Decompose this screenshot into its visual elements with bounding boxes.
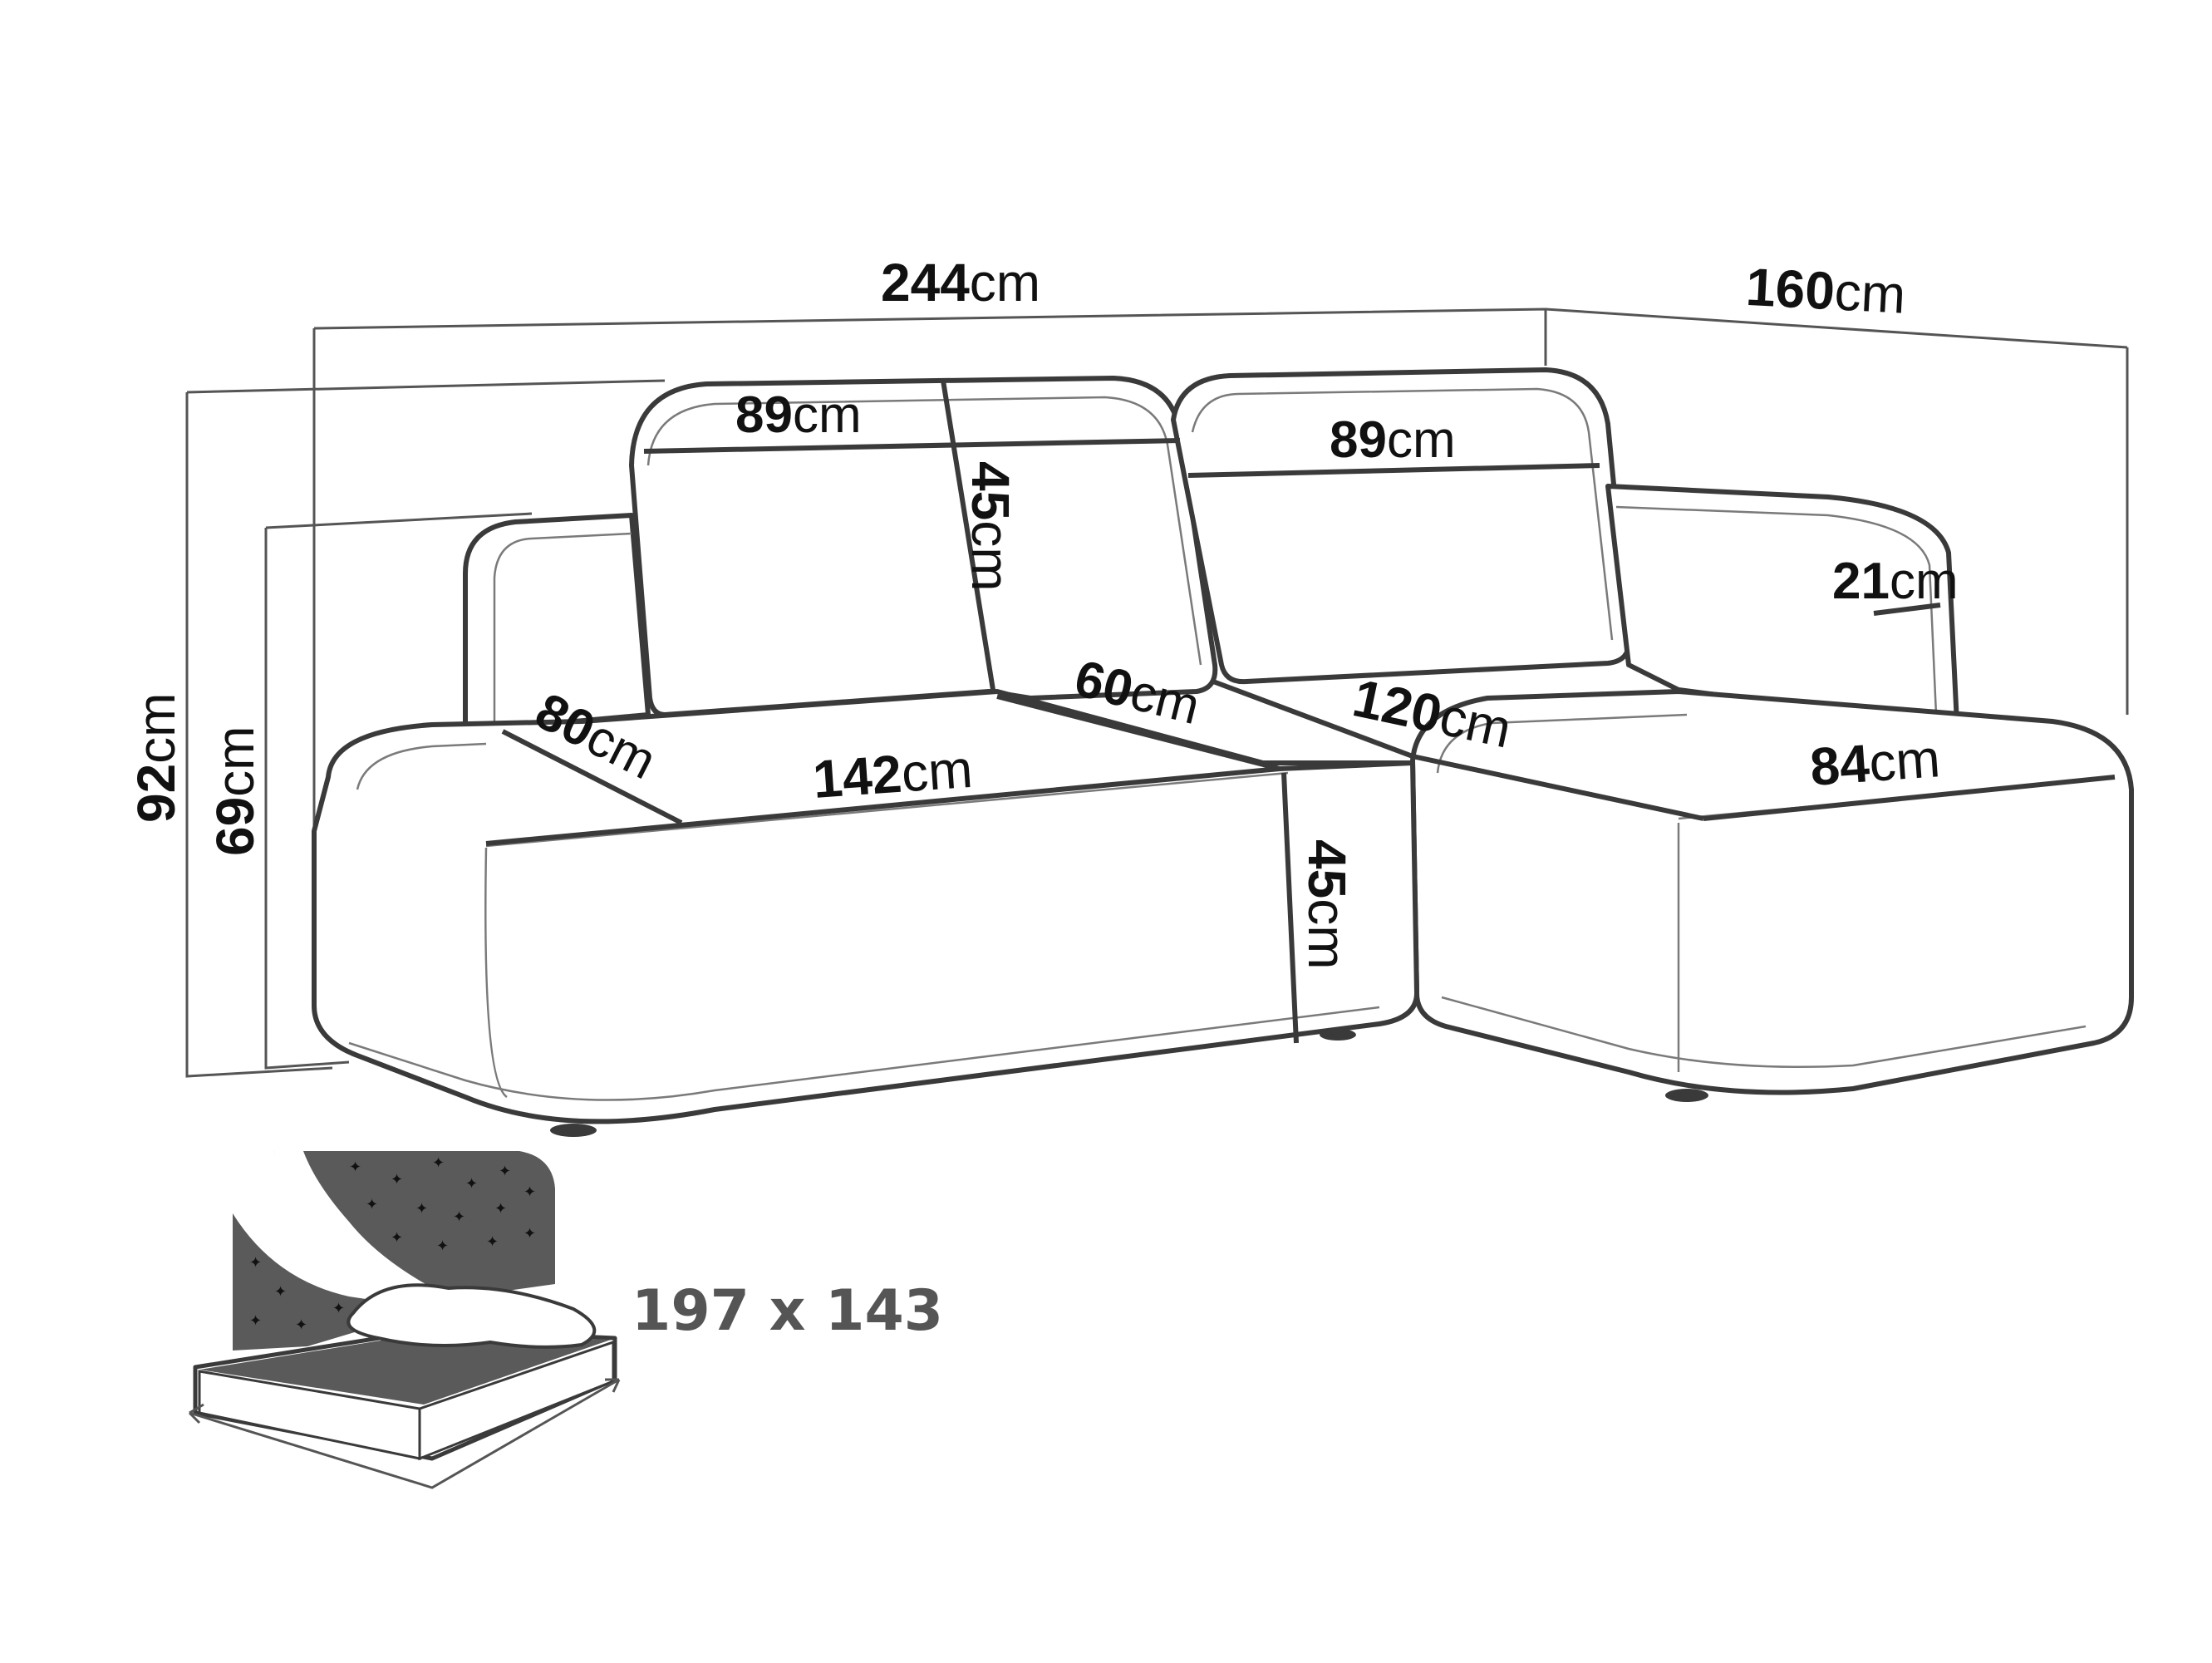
dim-back-cushion-right: 89cm	[1330, 411, 1456, 469]
dim-chaise-depth: 160cm	[1744, 257, 1907, 325]
dim-seat-width: 142cm	[811, 739, 975, 809]
dim-back-cushion-left: 89cm	[735, 386, 862, 444]
svg-text:✦: ✦	[349, 1159, 361, 1175]
svg-text:✦: ✦	[436, 1237, 449, 1254]
dim-armrest-width: 21cm	[1832, 553, 1959, 610]
svg-text:✦: ✦	[366, 1196, 378, 1213]
svg-text:✦: ✦	[465, 1175, 478, 1192]
dim-armrest-height: 69cm	[205, 726, 265, 857]
svg-text:✦: ✦	[453, 1208, 465, 1225]
sofa-foot	[1665, 1089, 1708, 1102]
svg-text:✦: ✦	[295, 1316, 307, 1333]
dim-seat-height: 45cm	[1297, 839, 1357, 970]
svg-text:✦: ✦	[486, 1233, 499, 1250]
svg-text:✦: ✦	[332, 1300, 345, 1316]
svg-text:✦: ✦	[249, 1312, 262, 1329]
guide-lines	[185, 308, 2129, 1078]
svg-text:✦: ✦	[432, 1154, 445, 1171]
svg-text:✦: ✦	[249, 1254, 262, 1271]
svg-text:✦: ✦	[391, 1171, 403, 1188]
dim-total-height: 92cm	[126, 693, 186, 824]
svg-text:✦: ✦	[499, 1163, 511, 1179]
dim-chaise-width: 84cm	[1808, 728, 1942, 797]
dimension-lines	[485, 380, 2116, 1044]
sofa-icon	[312, 367, 2134, 1137]
main-seat-block	[312, 689, 1419, 1124]
sofa-foot	[550, 1124, 597, 1137]
svg-text:✦: ✦	[524, 1183, 536, 1200]
star-field: ✦ ✦ ✦ ✦ ✦ ✦ ✦ ✦ ✦ ✦ ✦ ✦ ✦ ✦ ✦ ✦ ✦ ✦ ✦	[249, 1154, 536, 1333]
svg-text:✦: ✦	[524, 1225, 536, 1242]
bed-icon: ✦ ✦ ✦ ✦ ✦ ✦ ✦ ✦ ✦ ✦ ✦ ✦ ✦ ✦ ✦ ✦ ✦ ✦ ✦	[188, 1151, 621, 1489]
svg-text:✦: ✦	[494, 1200, 507, 1217]
svg-text:✦: ✦	[391, 1229, 403, 1246]
svg-text:✦: ✦	[274, 1283, 287, 1300]
right-back-cushion	[1171, 367, 1632, 685]
sofa-foot	[1320, 1029, 1356, 1041]
pillow	[347, 1283, 597, 1349]
bed-size-label: 197 x 143	[632, 1278, 943, 1344]
night-sky-panel	[274, 1151, 555, 1296]
dim-total-width: 244cm	[881, 253, 1040, 312]
dim-back-cushion-height: 45cm	[961, 461, 1020, 592]
left-armrest-back	[463, 513, 651, 734]
chaise-block	[1410, 689, 2134, 1095]
svg-text:✦: ✦	[415, 1200, 428, 1217]
dimension-labels: 244cm 160cm 89cm 89cm 45cm 21cm 80cm 142…	[126, 253, 1959, 970]
